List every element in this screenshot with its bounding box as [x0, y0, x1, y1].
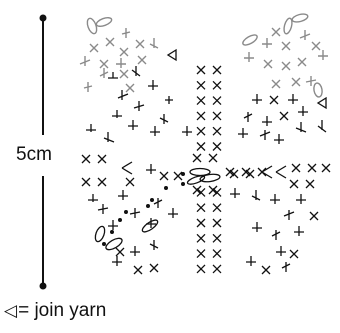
center-stitch-column — [196, 65, 222, 274]
single-crochet-mark — [196, 96, 206, 106]
single-crochet-mark — [208, 153, 218, 163]
legend: ◁= join yarn — [4, 300, 106, 322]
single-crochet-mark — [196, 187, 206, 197]
left-ear-stitches — [79, 17, 159, 93]
single-crochet-mark — [192, 185, 202, 195]
middle-stitch-band — [192, 153, 267, 195]
single-crochet-mark — [212, 264, 222, 274]
measurement-line — [39, 14, 47, 290]
single-crochet-mark — [212, 80, 222, 90]
left-body-stitches — [81, 66, 192, 275]
legend-text: = join yarn — [18, 300, 107, 321]
single-crochet-mark — [212, 142, 222, 151]
single-crochet-mark — [208, 185, 218, 195]
single-crochet-mark — [212, 218, 222, 228]
single-crochet-mark — [196, 233, 206, 243]
right-ear-stitches — [242, 13, 328, 98]
single-crochet-mark — [196, 203, 206, 213]
slip-stitch-dots — [102, 172, 185, 246]
single-crochet-mark — [196, 249, 206, 259]
center-chains — [94, 167, 221, 251]
single-crochet-mark — [196, 142, 206, 151]
join-yarn-legend-icon: ◁ — [4, 301, 18, 320]
single-crochet-mark — [196, 218, 206, 228]
single-crochet-mark — [212, 203, 222, 213]
single-crochet-mark — [212, 96, 222, 106]
single-crochet-mark — [212, 65, 222, 75]
single-crochet-mark — [196, 126, 206, 136]
right-body-stitches — [229, 94, 331, 275]
single-crochet-mark — [212, 187, 222, 197]
single-crochet-mark — [212, 111, 222, 121]
single-crochet-mark — [196, 80, 206, 90]
measurement-label: 5cm — [16, 144, 52, 165]
single-crochet-mark — [196, 111, 206, 121]
single-crochet-mark — [192, 153, 202, 163]
single-crochet-mark — [196, 65, 206, 75]
join-yarn-marker-left — [166, 48, 177, 62]
measurement-end-bottom — [39, 282, 47, 290]
single-crochet-mark — [196, 264, 206, 274]
single-crochet-mark — [212, 126, 222, 136]
single-crochet-mark — [212, 249, 222, 259]
join-yarn-markers — [166, 48, 327, 110]
single-crochet-mark — [212, 233, 222, 243]
join-yarn-marker-right — [316, 96, 327, 110]
